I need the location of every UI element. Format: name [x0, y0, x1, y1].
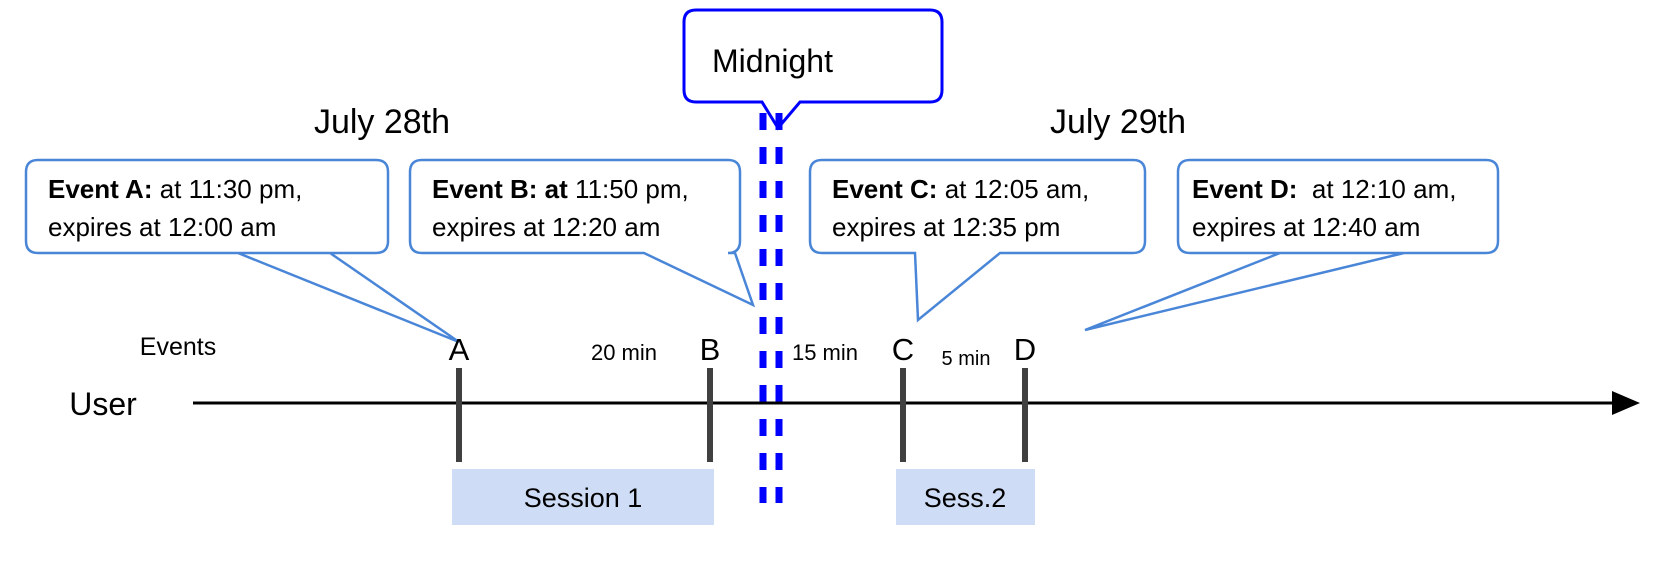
day-label-july-28: July 28th: [314, 103, 450, 141]
callout-event-d-line1-rest: at 12:10 am,: [1297, 174, 1456, 204]
callout-event-c-line1: Event C: at 12:05 am,: [832, 174, 1089, 204]
callout-event-b-line1-rest: 11:50 pm,: [568, 174, 689, 204]
callout-event-c-line2: expires at 12:35 pm: [832, 212, 1060, 242]
session-box-2-rect: [896, 469, 1035, 525]
gap-label-5min: 5 min: [942, 348, 991, 370]
midnight-label: Midnight: [712, 43, 833, 79]
callout-event-d-line1: Event D: at 12:10 am,: [1192, 174, 1456, 204]
callout-event-a-label: Event A:: [48, 174, 153, 204]
callout-event-d-label: Event D:: [1192, 174, 1297, 204]
session-box-1-label: Session 1: [524, 483, 643, 513]
callout-event-a-line1-rest: at 11:30 pm,: [153, 174, 303, 204]
callout-event-b-line2: expires at 12:20 am: [432, 212, 660, 242]
gap-label-15min: 15 min: [792, 340, 858, 365]
callout-event-d: Event D: at 12:10 am, expires at 12:40 a…: [1084, 158, 1500, 332]
callout-event-d-shape: [1084, 158, 1500, 332]
midnight-callout: Midnight: [682, 8, 944, 131]
midnight-divider: [759, 113, 783, 503]
user-row-label: User: [69, 386, 137, 422]
session-box-2: Sess.2: [896, 469, 1035, 525]
event-letter-b: B: [700, 332, 721, 367]
callout-event-a: Event A: at 11:30 pm, expires at 12:00 a…: [24, 158, 460, 344]
timeline-axis: [193, 391, 1640, 415]
event-letter-a: A: [449, 332, 470, 367]
session-box-1: Session 1: [452, 469, 714, 525]
event-letter-d: D: [1014, 332, 1036, 367]
events-row-label: Events: [140, 333, 216, 361]
callout-event-b: Event B: at 11:50 pm, expires at 12:20 a…: [408, 158, 756, 308]
session-box-1-rect: [452, 469, 714, 525]
event-letter-c: C: [892, 332, 914, 367]
gap-label-20min: 20 min: [591, 340, 657, 365]
callout-event-a-line2: expires at 12:00 am: [48, 212, 276, 242]
callout-event-a-line1: Event A: at 11:30 pm,: [48, 174, 302, 204]
callout-event-c-label: Event C:: [832, 174, 937, 204]
timeline-arrowhead: [1612, 391, 1640, 415]
callout-event-c-line1-rest: at 12:05 am,: [937, 174, 1089, 204]
callout-event-b-shape: [408, 158, 756, 308]
day-label-july-29: July 29th: [1050, 103, 1186, 141]
callout-event-c-shape: [808, 158, 1147, 323]
session-box-2-label: Sess.2: [924, 483, 1007, 513]
event-ticks: [456, 368, 1028, 462]
midnight-callout-shape: [682, 8, 944, 131]
callout-event-c: Event C: at 12:05 am, expires at 12:35 p…: [808, 158, 1147, 323]
callout-event-b-line1: Event B: at 11:50 pm,: [432, 174, 689, 204]
callout-event-d-line2: expires at 12:40 am: [1192, 212, 1420, 242]
callout-event-a-shape: [24, 158, 460, 344]
callout-event-b-label: Event B: at: [432, 174, 568, 204]
